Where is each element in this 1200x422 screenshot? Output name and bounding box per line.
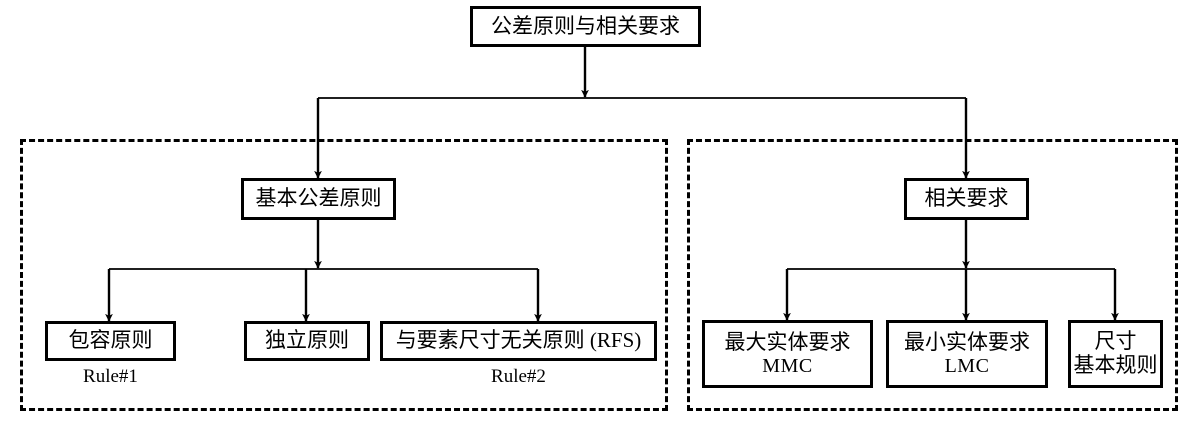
node-label: 基本公差原则 [255, 186, 382, 211]
basic-tolerance-principles-group [20, 139, 668, 411]
node-label: 公差原则与相关要求 [491, 13, 680, 38]
node-related-requirements[interactable]: 相关要求 [904, 178, 1029, 220]
node-label-line2: MMC [762, 354, 813, 377]
node-rfs-principle[interactable]: 与要素尺寸无关原则 (RFS) [380, 321, 657, 361]
node-label-line1: 尺寸 [1094, 329, 1137, 354]
node-label-line2: 基本规则 [1073, 353, 1158, 377]
node-label-line2: LMC [944, 354, 990, 377]
node-tolerance-principles-and-related-requirements[interactable]: 公差原则与相关要求 [470, 6, 701, 47]
node-least-material-condition[interactable]: 最小实体要求 LMC [886, 320, 1048, 388]
node-label: 包容原则 [68, 328, 153, 353]
caption-rule-1: Rule#1 [83, 366, 138, 387]
node-label: 相关要求 [924, 186, 1009, 211]
related-requirements-group [687, 139, 1178, 411]
node-envelope-principle[interactable]: 包容原则 [45, 321, 176, 361]
node-label-line1: 最大实体要求 [724, 330, 851, 355]
node-maximum-material-condition[interactable]: 最大实体要求 MMC [702, 320, 873, 388]
node-label: 独立原则 [265, 328, 349, 353]
node-independence-principle[interactable]: 独立原则 [244, 321, 370, 361]
node-label-line1: 最小实体要求 [904, 330, 1030, 355]
node-size-basic-rule[interactable]: 尺寸 基本规则 [1068, 320, 1163, 388]
caption-rule-2: Rule#2 [491, 366, 546, 387]
node-basic-tolerance-principle[interactable]: 基本公差原则 [241, 178, 396, 220]
node-label: 与要素尺寸无关原则 (RFS) [395, 328, 642, 353]
